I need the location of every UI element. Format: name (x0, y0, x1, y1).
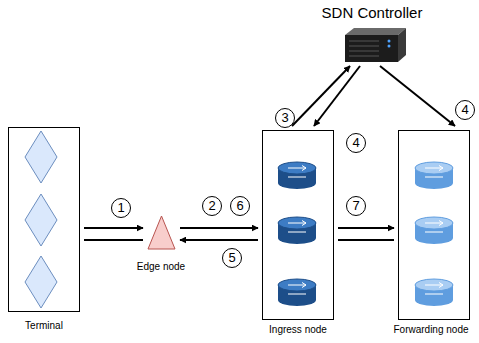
router-icon (278, 217, 316, 244)
flow-arrow (180, 227, 258, 229)
flow-arrow (338, 227, 394, 229)
triangle-shape (148, 216, 175, 249)
router-icon (415, 162, 453, 189)
router-icon (278, 279, 316, 306)
edge-node: Edge node (126, 212, 196, 276)
callout-number: 3 (275, 108, 295, 128)
router-icon (415, 279, 453, 306)
node-label: Forwarding node (385, 324, 477, 336)
terminal-diamond (25, 256, 57, 308)
terminal-box: Terminal (2, 127, 86, 337)
flow-arrow (180, 239, 258, 241)
group-outline (8, 127, 80, 312)
callout-number: 5 (222, 248, 242, 268)
callout-number: 4 (455, 100, 475, 120)
callout-number: 4 (346, 133, 366, 153)
forwarding-box: Forwarding node (385, 130, 477, 338)
terminal-diamond (25, 131, 57, 183)
node-label: SDN Controller (318, 4, 426, 22)
flow-arrow (380, 66, 455, 126)
triangle-shape (147, 215, 176, 250)
group-outline (398, 130, 470, 320)
group-outline (262, 130, 334, 320)
server-area (345, 27, 398, 62)
edge-triangle (147, 215, 176, 250)
terminal-diamond (25, 194, 57, 246)
node-label: Ingress node (250, 324, 346, 336)
flow-arrow (314, 66, 360, 126)
callout-number: 7 (346, 196, 366, 216)
flow-arrow (84, 239, 143, 241)
node-label: Edge node (126, 261, 196, 273)
router-icon (415, 217, 453, 244)
flow-arrow (338, 239, 394, 241)
ingress-box: Ingress node (250, 130, 346, 338)
flow-arrow (84, 227, 143, 229)
router-icon (278, 162, 316, 189)
node-label: Terminal (2, 320, 86, 332)
callout-number: 1 (111, 198, 131, 218)
server-icon (345, 28, 406, 62)
controller-node: SDN Controller (318, 2, 426, 64)
callout-number: 2 (202, 196, 222, 216)
callout-number: 6 (230, 196, 250, 216)
